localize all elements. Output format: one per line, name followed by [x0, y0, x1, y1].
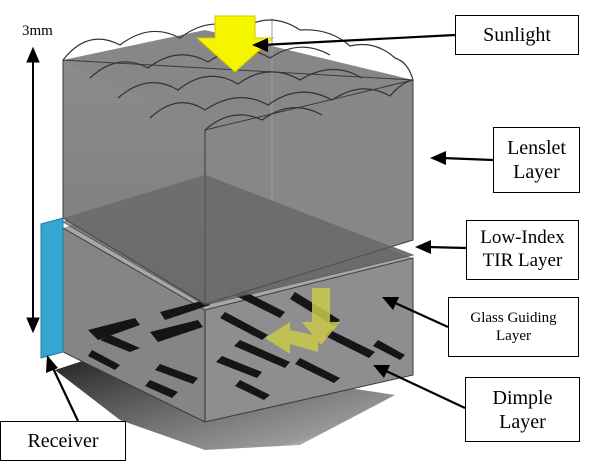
dimple: [88, 318, 140, 340]
dimple: [235, 380, 270, 400]
height-dimension-arrow: [26, 46, 40, 334]
dimple: [155, 364, 198, 384]
lenslet-layer: [62, 18, 414, 305]
pointer-arrows: [46, 33, 494, 422]
pointer-arrowhead: [430, 151, 446, 165]
dimple: [295, 358, 340, 383]
pointer-arrowhead: [373, 365, 390, 378]
pointer-arrowhead: [415, 240, 431, 254]
pointer-arrowhead: [252, 38, 268, 52]
dimple: [216, 356, 262, 378]
pointer-arrowhead: [382, 297, 399, 310]
dimple: [88, 350, 120, 370]
glass-label-line2: Layer: [496, 328, 531, 344]
lenslet-layer-label: Lenslet Layer: [493, 127, 580, 193]
dimple: [373, 340, 405, 360]
guided-light-arrows: [265, 288, 340, 354]
lowindex-label-line2: TIR Layer: [482, 250, 563, 271]
dimple-label-line1: Dimple: [492, 386, 553, 409]
dimple: [234, 340, 290, 368]
dimple-label-line2: Layer: [499, 410, 546, 433]
dimple: [325, 330, 375, 358]
lowindex-label-line1: Low-Index: [480, 227, 565, 249]
dimple: [145, 380, 178, 398]
low-index-tir-label: Low-Index TIR Layer: [466, 220, 579, 280]
glass-guiding-label: Glass Guiding Layer: [448, 297, 579, 357]
sunlight-label: Sunlight: [455, 15, 579, 55]
dimple-layer-label: Dimple Layer: [465, 377, 580, 442]
dimple: [150, 320, 203, 342]
dimple: [220, 312, 268, 340]
receiver-label-text: Receiver: [27, 430, 99, 452]
sunlight-label-text: Sunlight: [483, 24, 551, 46]
dimple: [100, 335, 140, 352]
dimple: [160, 300, 210, 320]
lenslet-label-line2: Layer: [513, 161, 560, 183]
pointer-arrowhead: [46, 355, 58, 373]
sunlight-arrow: [195, 15, 275, 73]
lenslet-label-line1: Lenslet: [507, 137, 566, 159]
receiver-panel: [40, 217, 64, 359]
receiver-label: Receiver: [0, 421, 126, 461]
height-label: 3mm: [22, 23, 53, 39]
glass-label-line1: Glass Guiding: [470, 310, 557, 326]
